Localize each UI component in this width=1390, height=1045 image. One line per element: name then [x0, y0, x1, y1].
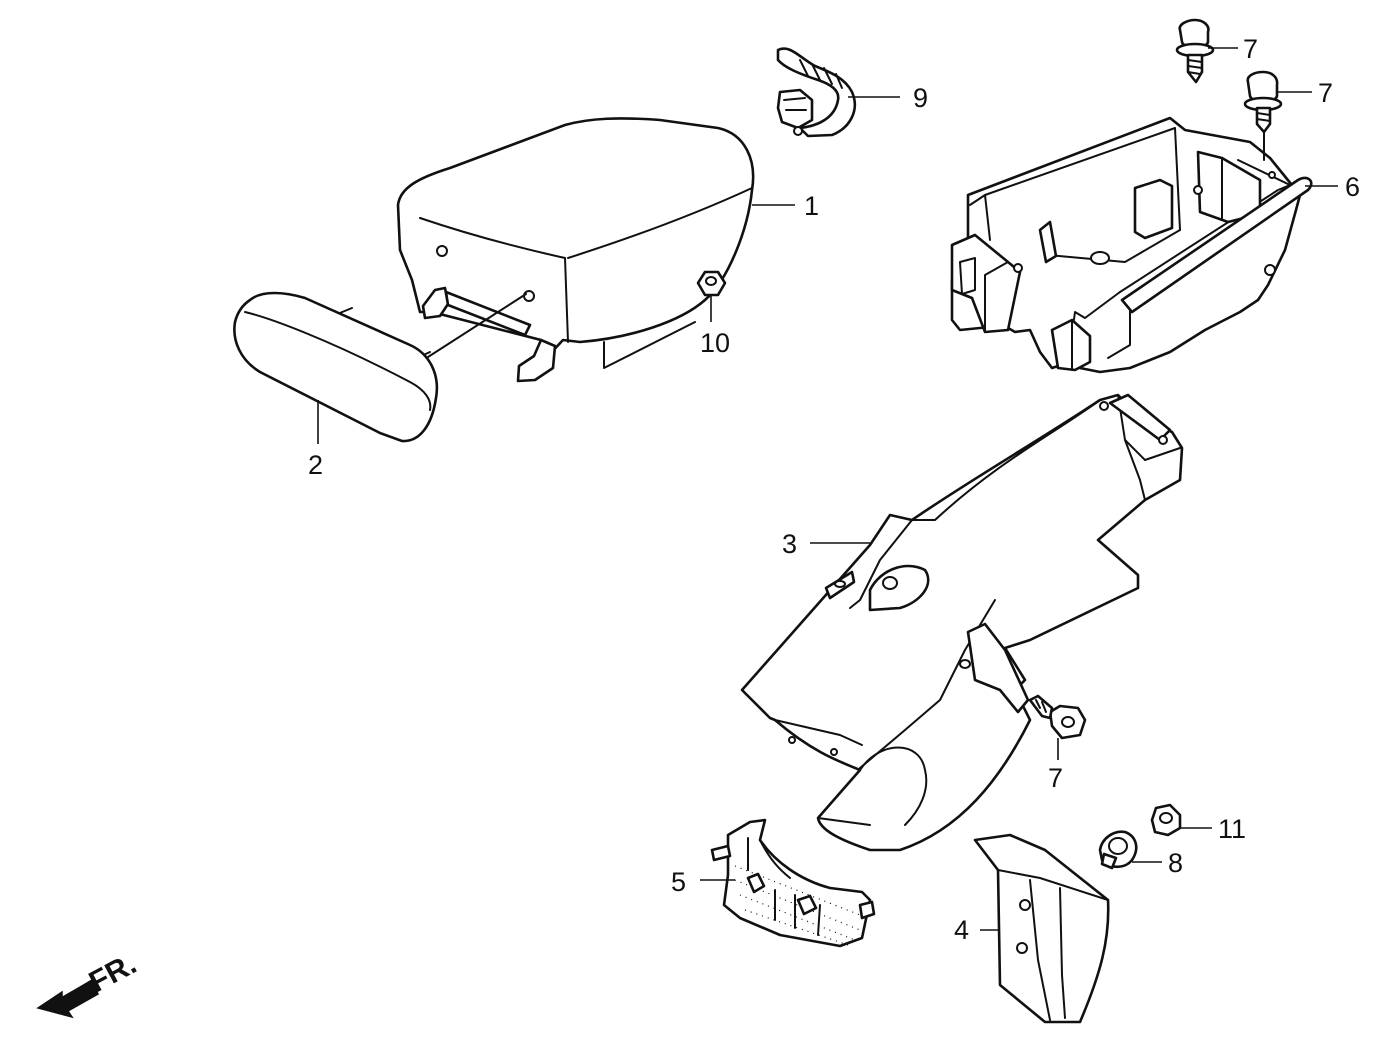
callout-2: 2 — [308, 450, 323, 480]
part-backrest — [233, 291, 527, 444]
part-flange-nut-11 — [1150, 803, 1182, 837]
callout-11: 11 — [1218, 814, 1246, 844]
part-lower-bracket — [700, 818, 876, 948]
callout-9: 9 — [913, 83, 928, 113]
callout-8: 8 — [1168, 848, 1183, 878]
callout-1: 1 — [804, 191, 819, 221]
part-bolt-7b — [1243, 70, 1283, 161]
part-bolt-7c — [1028, 694, 1087, 760]
callout-5: 5 — [671, 867, 686, 897]
part-seat — [396, 117, 755, 383]
leader-lines — [710, 47, 1338, 863]
callout-4: 4 — [954, 915, 969, 945]
callout-6: 6 — [1345, 172, 1360, 202]
part-mud-guard — [973, 833, 1110, 1024]
part-storage-tray — [950, 116, 1313, 374]
part-bolt-7a — [1175, 18, 1215, 84]
part-strap-clamp — [776, 47, 857, 138]
part-nut-10 — [696, 270, 727, 297]
callout-3: 3 — [782, 529, 797, 559]
front-direction-arrow: FR. — [36, 947, 142, 1019]
callout-10: 10 — [700, 328, 730, 358]
callout-7b: 7 — [1318, 78, 1333, 108]
callout-7a: 7 — [1243, 34, 1258, 64]
part-grommet-8 — [1098, 830, 1138, 870]
arrow-left-icon — [36, 978, 99, 1019]
callout-7c: 7 — [1048, 763, 1063, 793]
part-rear-fender — [740, 393, 1184, 852]
